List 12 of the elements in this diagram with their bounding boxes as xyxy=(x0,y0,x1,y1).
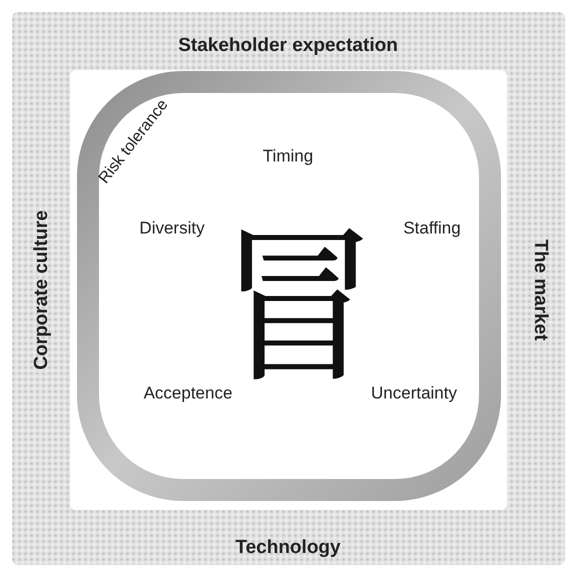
side-label: Stakeholder expectation xyxy=(178,35,398,57)
side-label: Corporate culture xyxy=(31,210,53,370)
factor-label: Timing xyxy=(262,148,314,164)
factor-label: Diversity xyxy=(139,220,205,236)
factor-label: Staffing xyxy=(403,220,461,236)
factor-label: Uncertainty xyxy=(371,384,457,402)
patterned-frame xyxy=(12,12,565,565)
factor-label: Acceptence xyxy=(144,384,232,402)
side-label: The market xyxy=(529,239,551,341)
chinese-character: 冒 xyxy=(214,211,382,379)
side-label: Technology xyxy=(235,537,341,559)
risk-tolerance-band xyxy=(76,70,502,502)
